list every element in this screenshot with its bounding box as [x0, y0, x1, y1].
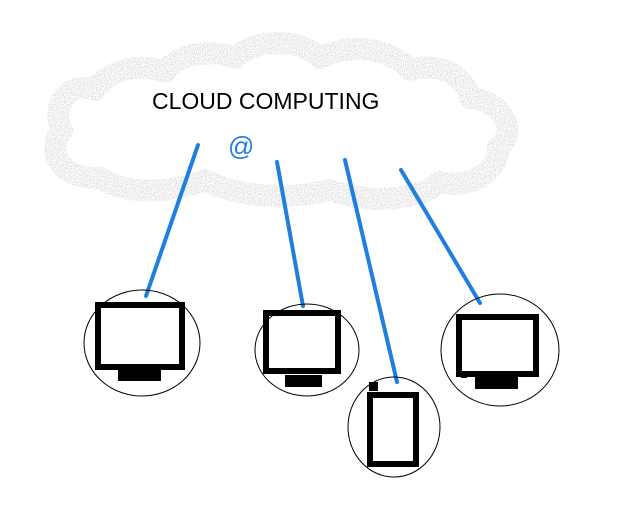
link-line-monitor-3 [399, 168, 482, 305]
at-symbol: @ [228, 131, 254, 161]
monitor-button-icon [461, 372, 467, 378]
device-circle [83, 289, 201, 397]
monitor-stand-icon [118, 364, 161, 381]
device-circle [440, 293, 560, 407]
device-circle [347, 376, 441, 478]
device-monitor-2 [254, 303, 360, 397]
monitor-screen-icon [456, 314, 539, 377]
monitor-stand-icon [285, 375, 322, 387]
device-monitor-3 [440, 293, 560, 407]
connection-lines [144, 143, 482, 384]
device-monitor-1 [83, 289, 201, 397]
device-circle [254, 303, 360, 397]
tablet-body-icon [367, 392, 419, 467]
monitor-screen-icon [95, 302, 185, 370]
monitor-stand-icon [475, 377, 518, 389]
cloud-shape [44, 32, 519, 210]
link-line-tablet [343, 158, 399, 384]
link-line-monitor-1 [144, 143, 200, 298]
cloud-title: CLOUD COMPUTING [152, 88, 379, 114]
monitor-screen-icon [263, 310, 341, 374]
device-tablet [347, 376, 441, 478]
tablet-camera-icon [369, 382, 378, 391]
link-line-monitor-2 [275, 160, 305, 308]
